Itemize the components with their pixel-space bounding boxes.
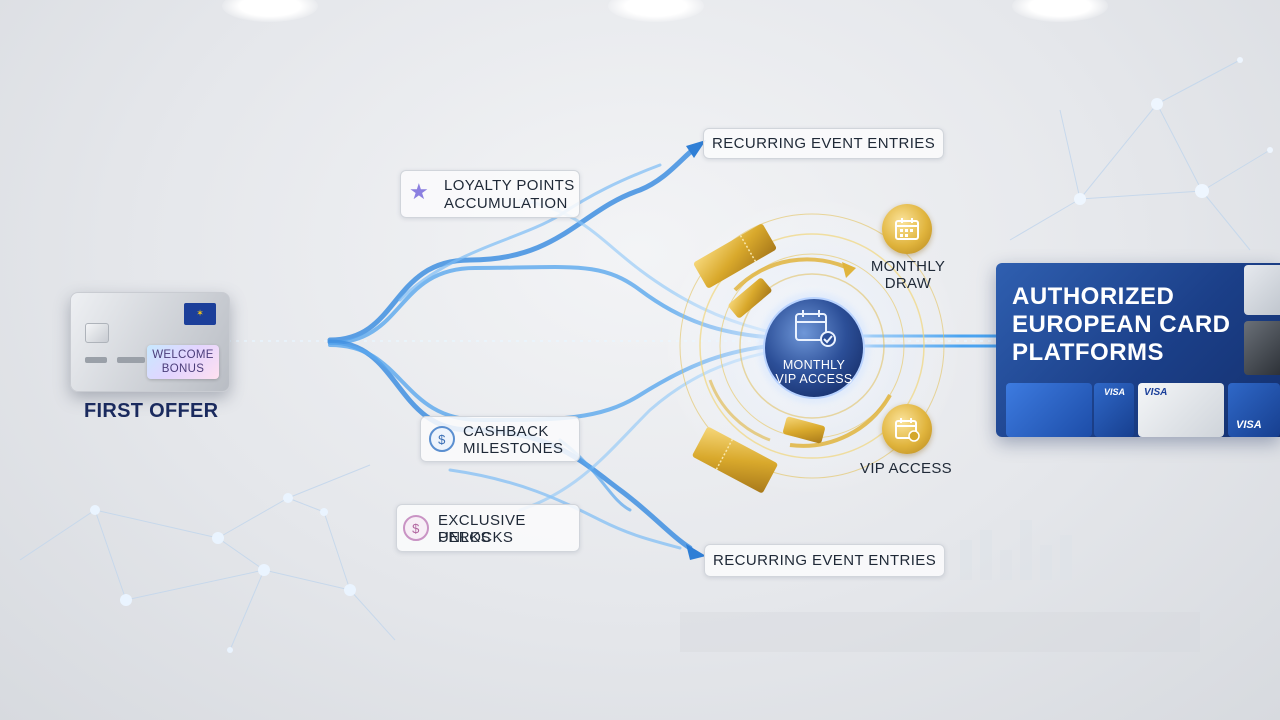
perks-line1: EXCLUSIVE PERKS: [438, 512, 526, 546]
network-right-nodes: [1074, 57, 1273, 205]
platforms-line3: PLATFORMS: [1012, 339, 1165, 366]
calendar-check-icon: [882, 404, 932, 454]
loyalty-points-label: ★ LOYALTY POINTS ACCUMULATION: [400, 170, 580, 218]
bottom-event-entries-text: RECURRING EVENT ENTRIES: [713, 552, 937, 569]
platforms-line1: AUTHORIZED: [1012, 283, 1175, 310]
welcome-bonus-label: WELCOME BONUS: [152, 349, 214, 375]
card-image: [1006, 383, 1092, 437]
monthly-draw-line1: MONTHLY: [870, 258, 946, 275]
platforms-line2: EUROPEAN CARD: [1012, 311, 1231, 338]
dollar-coin-icon: $: [429, 426, 455, 452]
card-image: VISA: [1228, 383, 1280, 437]
welcome-card: ✶ WELCOME BONUS: [70, 292, 230, 392]
authorized-platforms-panel: AUTHORIZED EUROPEAN CARD PLATFORMS VISA …: [996, 263, 1280, 437]
ceiling-light: [1012, 0, 1108, 22]
first-offer-title: FIRST OFFER: [84, 400, 219, 422]
card-image: [1244, 265, 1280, 315]
cashback-line2: MILESTONES: [463, 440, 564, 457]
perks-line2: UNLOCKS: [438, 529, 514, 546]
arrow-heads: [686, 140, 706, 560]
ceiling-light: [222, 0, 318, 22]
hub-label: MONTHLY VIP ACCESS: [764, 358, 864, 386]
top-event-entries-text: RECURRING EVENT ENTRIES: [712, 135, 936, 152]
hub-circle: [758, 292, 870, 404]
golden-ticket-icon: [728, 278, 772, 318]
cashback-label: $ CASHBACK MILESTONES: [420, 416, 580, 462]
bottom-event-entries-label: RECURRING EVENT ENTRIES: [704, 544, 946, 577]
network-left-nodes: [90, 493, 356, 653]
top-event-entries-label: RECURRING EVENT ENTRIES: [703, 128, 945, 159]
card-strip: [117, 357, 145, 363]
card-brand-label: VISA: [1144, 387, 1168, 398]
cashback-line1: CASHBACK: [463, 423, 549, 440]
monthly-draw-label: MONTHLY DRAW: [862, 258, 954, 292]
ceiling-light: [608, 0, 704, 22]
golden-ticket-icon: [692, 427, 778, 493]
background-bars: [680, 520, 1200, 652]
network-left: [19, 464, 396, 651]
hub-line2: VIP ACCESS: [775, 372, 853, 386]
card-brand-label: VISA: [1104, 387, 1126, 397]
card-brand-label: VISA: [1236, 419, 1262, 431]
monthly-draw-line2: DRAW: [884, 275, 932, 292]
loyalty-line2: ACCUMULATION: [444, 195, 568, 212]
network-right: [1009, 59, 1271, 251]
golden-ticket-icon: [783, 416, 825, 444]
vip-access-label: VIP ACCESS: [860, 460, 952, 477]
golden-ticket-icon: [693, 224, 777, 288]
hub-line1: MONTHLY: [782, 358, 846, 372]
calendar-check-icon: [795, 310, 836, 347]
star-icon: ★: [409, 180, 430, 205]
welcome-bonus-badge: WELCOME BONUS: [147, 345, 219, 379]
exclusive-perks-label: $ EXCLUSIVE PERKS UNLOCKS: [396, 504, 580, 552]
loyalty-line1: LOYALTY POINTS: [444, 177, 575, 194]
calendar-icon: [882, 204, 932, 254]
card-image: VISA: [1094, 383, 1134, 437]
chip-icon: [85, 323, 109, 343]
dollar-coin-icon: $: [403, 515, 429, 541]
card-strip: [85, 357, 107, 363]
card-image: [1244, 321, 1280, 375]
platforms-title: AUTHORIZED EUROPEAN CARD PLATFORMS: [1012, 283, 1231, 367]
eu-flag-icon: ✶: [184, 303, 216, 325]
card-image: VISA: [1138, 383, 1224, 437]
